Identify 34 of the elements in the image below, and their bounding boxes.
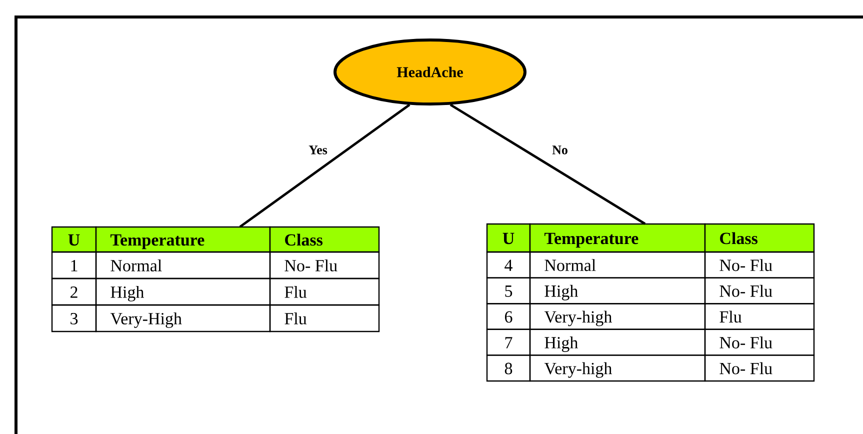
header-cell: U [51, 226, 97, 253]
table-cell: High [95, 278, 271, 306]
table-cell: No- Flu [704, 251, 815, 278]
table-cell: High [529, 328, 706, 356]
table-cell: No- Flu [704, 277, 815, 304]
table-cell: Flu [269, 278, 380, 306]
table-cell: 6 [486, 302, 531, 330]
table-cell: 1 [51, 251, 97, 280]
table-cell: High [529, 277, 706, 304]
table-cell: 5 [486, 277, 531, 304]
branch-line [239, 104, 410, 228]
data-table [486, 223, 815, 382]
table-cell: 4 [486, 251, 531, 278]
edge-label: No [551, 144, 569, 156]
table-cell: 2 [51, 278, 97, 306]
table-cell: No- Flu [269, 251, 380, 280]
table-cell: 3 [51, 304, 97, 332]
header-cell: Class [269, 226, 380, 253]
table-cell: 7 [486, 328, 531, 356]
table-cell: Very-High [95, 304, 271, 332]
table-cell: Very-high [529, 354, 706, 382]
table-cell: Flu [269, 304, 380, 332]
table-cell: No- Flu [704, 354, 815, 382]
data-table [51, 226, 380, 332]
table-cell: Flu [704, 302, 815, 330]
header-cell: U [486, 223, 531, 253]
table-cell: No- Flu [704, 328, 815, 356]
table-cell: Very-high [529, 302, 706, 330]
table-cell: Normal [529, 251, 706, 278]
table-cell: Normal [95, 251, 271, 280]
branch-line [450, 104, 646, 225]
edge-label: Yes [308, 144, 328, 156]
table-cell: 8 [486, 354, 531, 382]
header-cell: Class [704, 223, 815, 253]
